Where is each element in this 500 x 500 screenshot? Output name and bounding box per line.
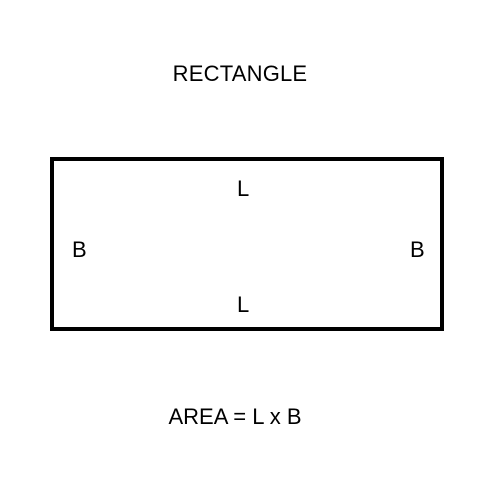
diagram-title: RECTANGLE: [172, 61, 308, 86]
top-side-label: L: [237, 176, 250, 201]
left-side-label: B: [72, 237, 87, 262]
rectangle-shape: L B B L: [50, 157, 444, 331]
bottom-side-label: L: [237, 292, 250, 317]
right-side-label: B: [410, 237, 425, 262]
area-formula: AREA = L x B: [168, 404, 302, 429]
